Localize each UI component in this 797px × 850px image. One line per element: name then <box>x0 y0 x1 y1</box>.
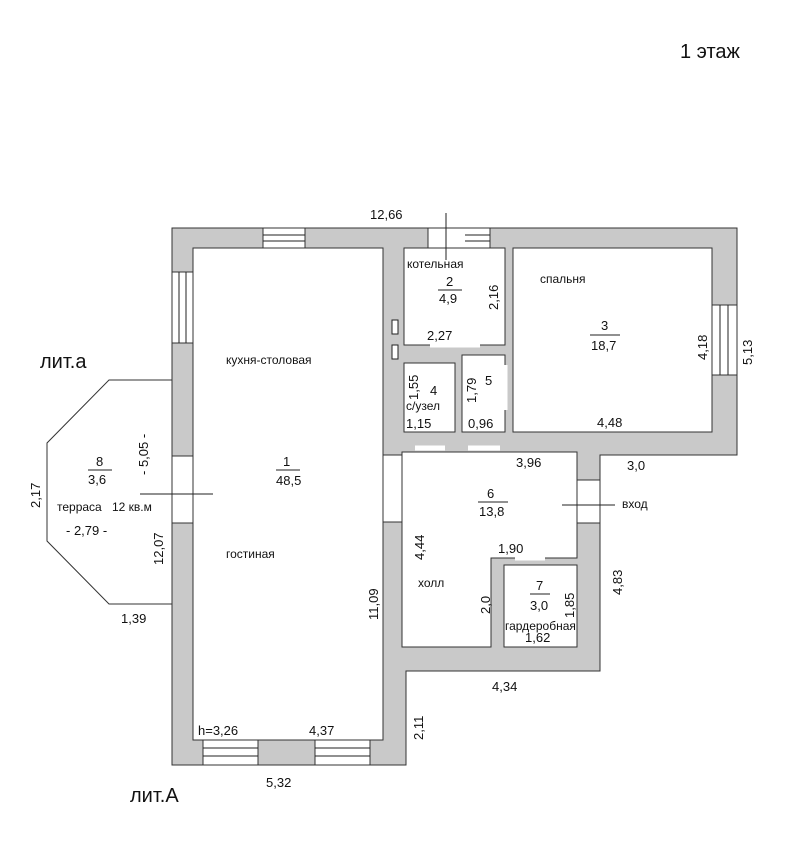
room-1-name-bottom: гостиная <box>226 547 275 561</box>
room-5 <box>461 354 506 433</box>
dimension-label: 4,34 <box>492 679 517 694</box>
dimension-label: 2,16 <box>486 285 501 310</box>
dimension-label: 1,90 <box>498 541 523 556</box>
dimension-label: 3,96 <box>516 455 541 470</box>
doors <box>392 342 545 561</box>
room-2-area: 4,9 <box>439 291 457 306</box>
dimension-label: 5,32 <box>266 775 291 790</box>
dimension-label: - 5,05 - <box>136 434 151 475</box>
dimension-label: 4,83 <box>610 570 625 595</box>
floor-title: 1 этаж <box>680 41 741 63</box>
dimension-label: 4,44 <box>412 535 427 560</box>
dimension-label: 1,85 <box>562 593 577 618</box>
dimension-label: 12,07 <box>151 532 166 565</box>
room-7 <box>503 564 578 648</box>
room-3-area: 18,7 <box>591 338 616 353</box>
room-3-name: спальня <box>540 272 586 286</box>
room-2-num: 2 <box>446 274 453 289</box>
room-5-num: 5 <box>485 373 492 388</box>
room-1-name-top: кухня-столовая <box>226 353 312 367</box>
room-8-area: 3,6 <box>88 472 106 487</box>
dimension-label: 1,39 <box>121 611 146 626</box>
dimension-label: 12,66 <box>370 207 403 222</box>
dimension-label: 4,18 <box>695 335 710 360</box>
room-6-num: 6 <box>487 486 494 501</box>
room-2 <box>403 247 506 346</box>
dimension-label: 0,96 <box>468 416 493 431</box>
room-8-name: терраса <box>57 500 102 514</box>
dimension-label: 3,0 <box>627 458 645 473</box>
dimension-label: 1,55 <box>406 375 421 400</box>
dimension-label: 1,79 <box>464 378 479 403</box>
room-6-name: холл <box>418 576 444 590</box>
room-2-name: котельная <box>407 257 463 271</box>
room-4-name: с/узел <box>406 399 440 413</box>
radiator-icon <box>391 319 399 335</box>
entrance-label: вход <box>622 497 648 511</box>
room-7-name: гардеробная <box>505 619 576 633</box>
dimension-label: 2,17 <box>28 483 43 508</box>
room-4-num: 4 <box>430 383 437 398</box>
room-7-num: 7 <box>536 578 543 593</box>
room-3-num: 3 <box>601 318 608 333</box>
room-3 <box>512 247 713 433</box>
room-1-area: 48,5 <box>276 473 301 488</box>
dimension-label: 1,62 <box>525 630 550 645</box>
room-7-area: 3,0 <box>530 598 548 613</box>
room-4 <box>403 362 456 433</box>
dimension-label: 4,48 <box>597 415 622 430</box>
dimension-label: 11,09 <box>366 588 381 620</box>
room-6-area: 13,8 <box>479 504 504 519</box>
radiator-icon <box>391 344 399 360</box>
fraction-bars <box>88 289 620 595</box>
room-1 <box>192 247 384 741</box>
dimension-label: 2,0 <box>478 596 493 614</box>
dimension-label: 5,13 <box>740 340 755 365</box>
dimensions: 12,66 2,27 2,16 4,18 5,13 4,48 1,55 1,15… <box>28 207 755 790</box>
room-8-num: 8 <box>96 454 103 469</box>
dimension-label: 2,11 <box>411 716 426 740</box>
dimension-label: 2,27 <box>427 328 452 343</box>
lit-a-label: лит.а <box>40 351 87 373</box>
room-6 <box>401 451 578 648</box>
dimension-label: 1,15 <box>406 416 431 431</box>
room-8-note: 12 кв.м <box>112 500 152 514</box>
dimension-label: - 2,79 - <box>66 523 107 538</box>
lit-A-label: лит.А <box>130 785 179 807</box>
dimension-label: 4,37 <box>309 723 334 738</box>
ceiling-height: h=3,26 <box>198 723 238 738</box>
room-1-num: 1 <box>283 454 290 469</box>
terrace-outline <box>46 379 173 605</box>
